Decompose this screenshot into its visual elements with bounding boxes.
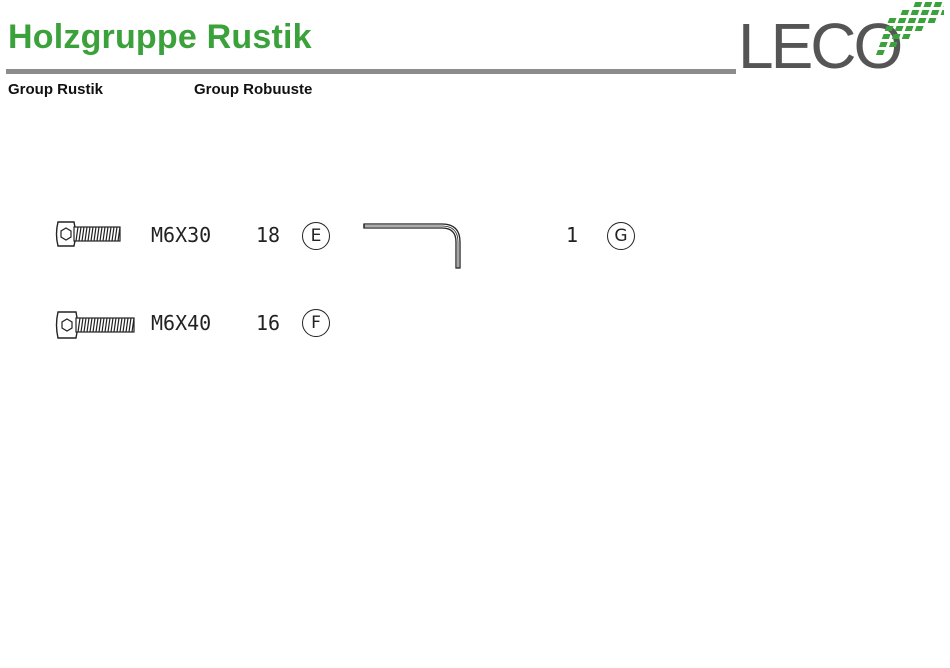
leco-logo: LECO xyxy=(738,0,944,82)
logo-grid-icon xyxy=(856,0,944,60)
part-label-badge: E xyxy=(302,222,330,250)
part-quantity: 18 xyxy=(256,223,280,247)
page-title: Holzgruppe Rustik xyxy=(8,18,312,57)
part-code: M6X30 xyxy=(151,223,211,247)
header-divider xyxy=(6,69,736,74)
part-quantity: 1 xyxy=(566,223,578,247)
part-code: M6X40 xyxy=(151,311,211,335)
subtitle-dutch: Group Robuuste xyxy=(194,81,312,98)
bolt-icon xyxy=(54,308,138,342)
part-label-badge: F xyxy=(302,309,330,337)
subtitle-english: Group Rustik xyxy=(8,81,103,98)
part-label-badge: G xyxy=(607,222,635,250)
hex-key-icon xyxy=(360,222,464,270)
part-quantity: 16 xyxy=(256,311,280,335)
bolt-icon xyxy=(54,218,124,250)
